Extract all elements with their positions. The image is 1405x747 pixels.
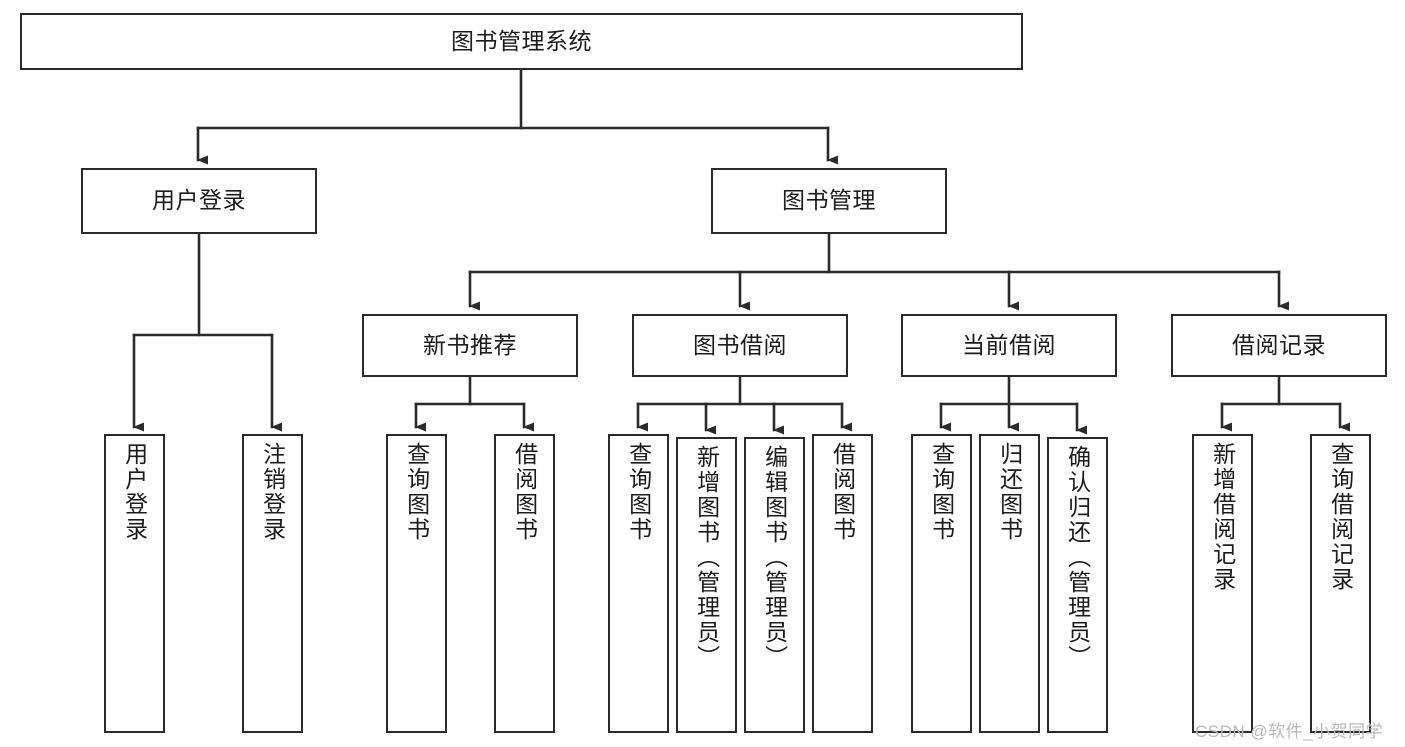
node-label: 当前借阅 [962, 331, 1056, 358]
node-leaf-user-login-login[interactable]: 用户登录 [104, 434, 165, 733]
node-label: 查询借阅记录 [1327, 442, 1354, 592]
node-leaf-borrow-edit[interactable]: 编辑图书（管理员） [744, 437, 805, 733]
node-label: 用户登录 [152, 187, 246, 214]
node-label: 查询图书 [403, 442, 430, 542]
node-label: 归还图书 [996, 442, 1023, 542]
node-label: 用户登录 [121, 442, 148, 542]
node-label: 新书推荐 [423, 331, 517, 358]
node-label: 注销登录 [259, 442, 286, 542]
node-leaf-current-return[interactable]: 归还图书 [979, 434, 1040, 733]
csdn-watermark: CSDN @软件_小贺同学 [1195, 722, 1384, 741]
node-label: 新增借阅记录 [1209, 442, 1236, 592]
node-label: 新增图书（管理员） [693, 445, 720, 670]
node-leaf-current-confirm-return[interactable]: 确认归还（管理员） [1047, 437, 1108, 733]
node-user-login[interactable]: 用户登录 [81, 168, 317, 234]
node-leaf-borrow-borrow[interactable]: 借阅图书 [812, 434, 873, 733]
node-leaf-records-query[interactable]: 查询借阅记录 [1310, 434, 1371, 733]
node-label: 图书借阅 [693, 331, 787, 358]
node-book-management[interactable]: 图书管理 [711, 168, 947, 234]
node-leaf-newbook-borrow[interactable]: 借阅图书 [494, 434, 555, 733]
node-label: 图书管理 [782, 187, 876, 214]
node-label: 借阅记录 [1232, 331, 1326, 358]
node-label: 图书管理系统 [451, 27, 592, 54]
node-leaf-current-query[interactable]: 查询图书 [911, 434, 972, 733]
node-current-borrow[interactable]: 当前借阅 [901, 314, 1117, 377]
node-root-system[interactable]: 图书管理系统 [20, 13, 1023, 70]
node-label: 查询图书 [625, 442, 652, 542]
node-leaf-user-login-logout[interactable]: 注销登录 [242, 434, 303, 733]
node-borrow-records[interactable]: 借阅记录 [1171, 314, 1387, 377]
node-label: 借阅图书 [829, 442, 856, 542]
node-leaf-records-add[interactable]: 新增借阅记录 [1192, 434, 1253, 733]
node-label: 确认归还（管理员） [1064, 445, 1091, 670]
node-book-borrow[interactable]: 图书借阅 [632, 314, 848, 377]
node-label: 借阅图书 [511, 442, 538, 542]
node-new-book-recommend[interactable]: 新书推荐 [362, 314, 578, 377]
node-leaf-newbook-query[interactable]: 查询图书 [386, 434, 447, 733]
node-leaf-borrow-add[interactable]: 新增图书（管理员） [676, 437, 737, 733]
node-label: 查询图书 [928, 442, 955, 542]
node-leaf-borrow-query[interactable]: 查询图书 [608, 434, 669, 733]
node-label: 编辑图书（管理员） [761, 445, 788, 670]
